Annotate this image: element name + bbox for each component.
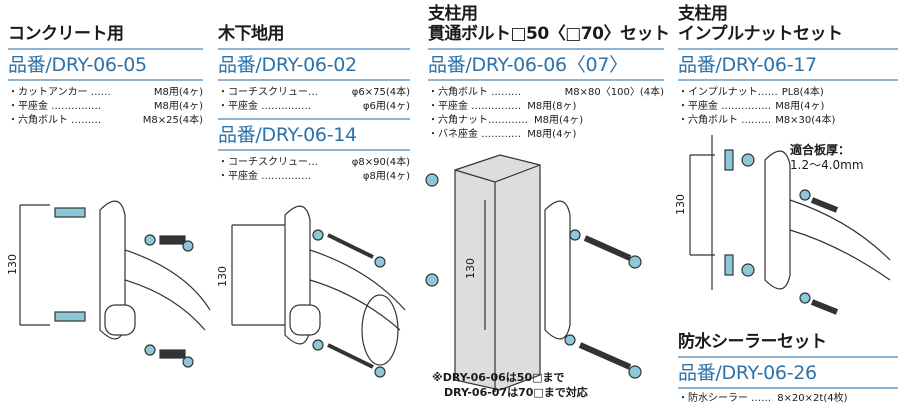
section-title-line2: 貫通ボルト□50〈□70〉セット	[428, 24, 670, 44]
section-post-through-bolt: 支柱用 貫通ボルト□50〈□70〉セット 品番/DRY-06-06〈07〉 ・六…	[428, 4, 670, 142]
section-wood: 木下地用 品番/DRY-06-02 ・コーチスクリュー… φ6×75(4本) ・平…	[218, 24, 410, 184]
item-name: ・平座金 ……………	[8, 101, 102, 112]
item-value: M8×80〈100〉(4本)	[564, 87, 664, 98]
item-value: M8×30(4本)	[775, 115, 836, 126]
section-title-line2: インプルナットセット	[678, 24, 843, 44]
plate-label: 適合板厚：	[790, 143, 851, 157]
product-number: 品番/DRY-06-06〈07〉	[428, 48, 664, 81]
item-value: M8用(4ヶ)	[153, 87, 203, 98]
plate-value: 1.2〜4.0mm	[790, 158, 864, 172]
list-item: ・バネ座金 ………… M8用(4ヶ)	[428, 128, 664, 142]
item-value: M8用(4ヶ)	[775, 101, 825, 112]
section-title: 木下地用	[218, 24, 285, 44]
item-value: M8用(4ヶ)	[153, 101, 203, 112]
item-name: ・平座金 ……………	[678, 101, 772, 112]
item-name: ・平座金 ……………	[428, 101, 522, 112]
item-name: ・コーチスクリュー…	[218, 87, 318, 98]
item-name: ・六角ボルト ………	[8, 115, 102, 126]
list-item: ・平座金 …………… φ8用(4ヶ)	[218, 170, 410, 184]
section-title-line1: 支柱用	[428, 4, 478, 24]
section-impulse-nut: 支柱用 インプルナットセット 品番/DRY-06-17 ・インプルナット……PL…	[678, 4, 898, 128]
item-value: φ6×75(4本)	[351, 87, 410, 98]
concrete-bracket-drawing	[19, 200, 211, 368]
list-item: ・インプルナット……PL8(4本)	[678, 86, 898, 100]
parts-list: ・防水シーラー …… 8×20×2t(4枚)	[678, 392, 898, 406]
list-item: ・六角ボルト ……… M8×80〈100〉(4本)	[428, 86, 664, 100]
item-name: ・バネ座金 …………	[428, 129, 522, 140]
item-name: ・カットアンカー ……	[8, 87, 111, 98]
item-name: ・六角ボルト ………	[678, 115, 772, 126]
section-title: コンクリート用	[8, 24, 124, 44]
section-title: 防水シーラーセット	[678, 332, 827, 352]
section-concrete: コンクリート用 品番/DRY-06-05 ・カットアンカー …… M8用(4ヶ) …	[8, 24, 203, 128]
item-value: M8×25(4本)	[142, 115, 203, 126]
item-name: ・平座金 ……………	[218, 101, 312, 112]
product-number: 品番/DRY-06-17	[678, 48, 898, 81]
item-value: PL8(4本)	[781, 87, 824, 98]
parts-list: ・六角ボルト ……… M8×80〈100〉(4本) ・平座金 …………… M8用(8…	[428, 86, 664, 142]
item-name: ・平座金 ……………	[218, 171, 312, 182]
item-value: φ8用(4ヶ)	[362, 171, 410, 182]
item-value: M8用(4ヶ)	[527, 129, 577, 140]
item-value: φ8×90(4本)	[351, 157, 410, 168]
list-item: ・平座金 …………… φ6用(4ヶ)	[218, 100, 410, 114]
dimension-label: 130	[674, 194, 687, 215]
item-name: ・六角ボルト ………	[428, 87, 522, 98]
list-item: ・コーチスクリュー… φ8×90(4本)	[218, 156, 410, 170]
item-name: ・防水シーラー ……	[678, 393, 772, 404]
dimension-label: 130	[6, 254, 19, 275]
parts-list: ・インプルナット……PL8(4本) ・平座金 ……………M8用(4ヶ) ・六角ボ…	[678, 86, 898, 128]
list-item: ・六角ボルト ……… M8×25(4本)	[8, 114, 203, 128]
parts-list-2: ・コーチスクリュー… φ8×90(4本) ・平座金 …………… φ8用(4ヶ)	[218, 156, 410, 184]
list-item: ・六角ナット………… M8用(4ヶ)	[428, 114, 664, 128]
wood-bracket-drawing	[231, 205, 406, 378]
parts-list: ・コーチスクリュー… φ6×75(4本) ・平座金 …………… φ6用(4ヶ)	[218, 86, 410, 114]
impulse-nut-drawing	[689, 135, 891, 315]
dimension-label: 130	[216, 266, 229, 287]
list-item: ・平座金 …………… M8用(8ヶ)	[428, 100, 664, 114]
product-number-2: 品番/DRY-06-14	[218, 118, 410, 151]
item-name: ・インプルナット……	[678, 87, 778, 98]
section-waterproof-sealer: 防水シーラーセット 品番/DRY-06-26 ・防水シーラー …… 8×20×2t…	[678, 332, 898, 406]
list-item: ・コーチスクリュー… φ6×75(4本)	[218, 86, 410, 100]
product-number: 品番/DRY-06-26	[678, 356, 898, 389]
list-item: ・平座金 ……………M8用(4ヶ)	[678, 100, 898, 114]
item-value: M8用(4ヶ)	[534, 115, 584, 126]
item-value: 8×20×2t(4枚)	[777, 393, 848, 404]
plate-thickness-label: 適合板厚： 1.2〜4.0mm	[790, 143, 864, 173]
item-name: ・コーチスクリュー…	[218, 157, 318, 168]
product-number: 品番/DRY-06-05	[8, 48, 203, 81]
list-item: ・平座金 …………… M8用(4ヶ)	[8, 100, 203, 114]
post-through-bolt-drawing	[425, 154, 642, 392]
list-item: ・カットアンカー …… M8用(4ヶ)	[8, 86, 203, 100]
note-line: DRY-06-07は70□まで対応	[444, 386, 588, 399]
list-item: ・防水シーラー …… 8×20×2t(4枚)	[678, 392, 898, 406]
parts-list: ・カットアンカー …… M8用(4ヶ) ・平座金 …………… M8用(4ヶ) ・六角…	[8, 86, 203, 128]
product-number: 品番/DRY-06-02	[218, 48, 410, 81]
item-name: ・六角ナット…………	[428, 115, 528, 126]
list-item: ・六角ボルト ………M8×30(4本)	[678, 114, 898, 128]
note-line: ※DRY-06-06は50□まで	[432, 371, 565, 384]
item-value: M8用(8ヶ)	[527, 101, 577, 112]
item-value: φ6用(4ヶ)	[362, 101, 410, 112]
dimension-label: 130	[464, 258, 477, 279]
compatibility-note: ※DRY-06-06は50□まで DRY-06-07は70□まで対応	[432, 370, 588, 400]
section-title-line1: 支柱用	[678, 4, 728, 24]
